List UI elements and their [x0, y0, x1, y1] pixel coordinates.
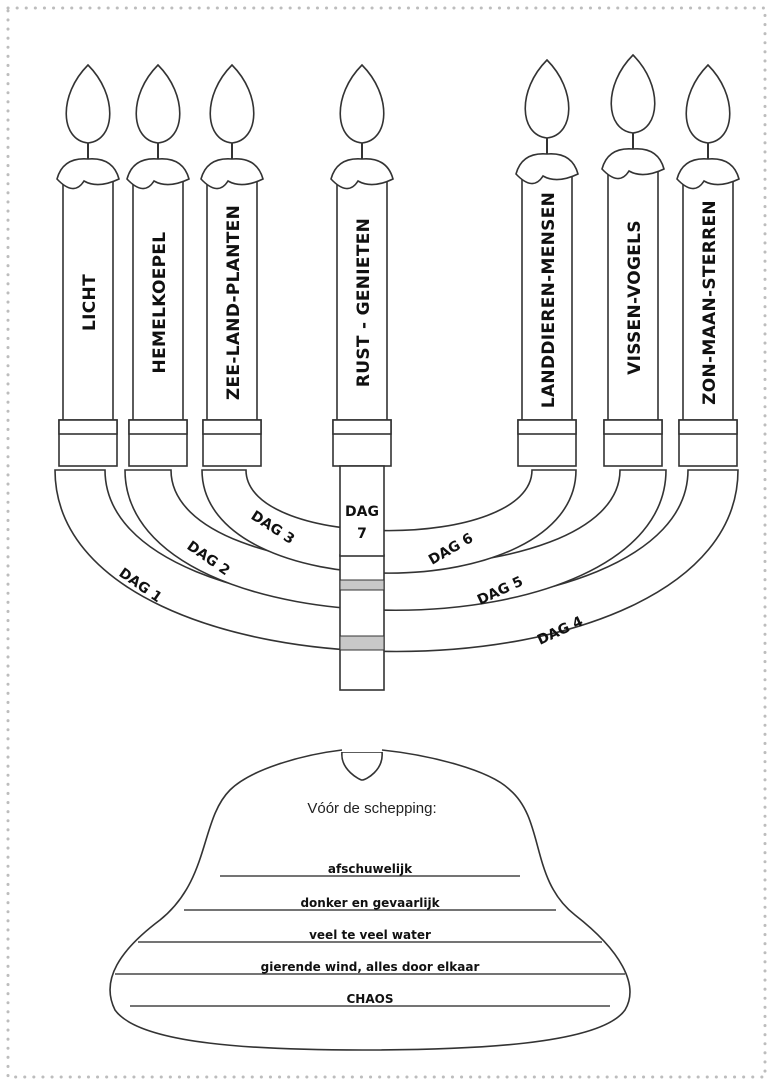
dotted-border [6, 6, 767, 1079]
center-band-1 [339, 579, 385, 591]
wax-drip [601, 148, 665, 180]
base-line-text: gierende wind, alles door elkaar [261, 960, 480, 974]
base-line-text: afschuwelijk [328, 862, 413, 876]
base-line-2: donker en gevaarlijk [184, 896, 556, 911]
wax-drip [676, 158, 740, 190]
menorah-base [308, 650, 412, 752]
candle-label: VISSEN-VOGELS [625, 220, 645, 375]
menorah-base-outline [109, 749, 631, 1051]
candle-label: RUST - GENIETEN [354, 218, 374, 387]
candle-label: LICHT [80, 274, 100, 331]
candle-holder-rim [603, 419, 663, 435]
day-label-7-line1: DAG [345, 504, 379, 520]
candle-2: HEMELKOEPEL [126, 63, 190, 467]
base-line-3: veel te veel water [138, 928, 602, 943]
candle-holder-rim [332, 419, 392, 435]
center-column-lower [339, 554, 385, 691]
flame-icon [524, 58, 570, 139]
base-line-text: veel te veel water [309, 928, 431, 942]
base-line-text: donker en gevaarlijk [300, 896, 440, 910]
candle-label: ZON-MAAN-STERREN [700, 200, 720, 405]
candle-label: ZEE-LAND-PLANTEN [224, 205, 244, 400]
candle-holder-rim [517, 419, 577, 435]
base-title: Vóór de schepping: [307, 800, 436, 817]
base-neck [341, 751, 383, 781]
center-band-2 [339, 635, 385, 651]
flame-icon [610, 53, 656, 134]
candle-label: HEMELKOEPEL [150, 232, 170, 374]
flame-icon [685, 63, 731, 144]
candle-label: LANDDIEREN-MENSEN [539, 192, 559, 408]
base-line-text: CHAOS [347, 992, 394, 1006]
candle-holder-rim [128, 419, 188, 435]
wax-drip [515, 153, 579, 185]
flame-icon [339, 63, 385, 144]
wax-drip [126, 158, 190, 190]
candle-1: LICHT [56, 63, 120, 467]
wax-drip [330, 158, 394, 190]
wax-drip [56, 158, 120, 190]
base-lines: afschuwelijk donker en gevaarlijk veel te … [115, 862, 625, 1007]
candle-holder-rim [678, 419, 738, 435]
center-column-upper [339, 465, 385, 557]
base-line-1: afschuwelijk [220, 862, 520, 877]
candle-4: RUST - GENIETEN [330, 63, 394, 467]
candle-5: LANDDIEREN-MENSEN [515, 58, 579, 467]
candle-7: ZON-MAAN-STERREN [676, 63, 740, 467]
arm-inner [201, 469, 577, 574]
candle-holder-rim [202, 419, 262, 435]
wax-drip [200, 158, 264, 190]
flame-icon [209, 63, 255, 144]
candle-3: ZEE-LAND-PLANTEN [200, 63, 264, 467]
menorah-arms [54, 469, 739, 653]
base-line-4: gierende wind, alles door elkaar [115, 960, 625, 975]
candles: LICHT HEMELKOEPEL ZEE-LAND-PLANTEN RUST - G… [56, 53, 740, 557]
day-label-7-line2: 7 [357, 526, 367, 542]
flame-icon [65, 63, 111, 144]
base-line-5: CHAOS [130, 992, 610, 1007]
candle-holder-rim [58, 419, 118, 435]
candle-6: VISSEN-VOGELS [601, 53, 665, 467]
flame-icon [135, 63, 181, 144]
